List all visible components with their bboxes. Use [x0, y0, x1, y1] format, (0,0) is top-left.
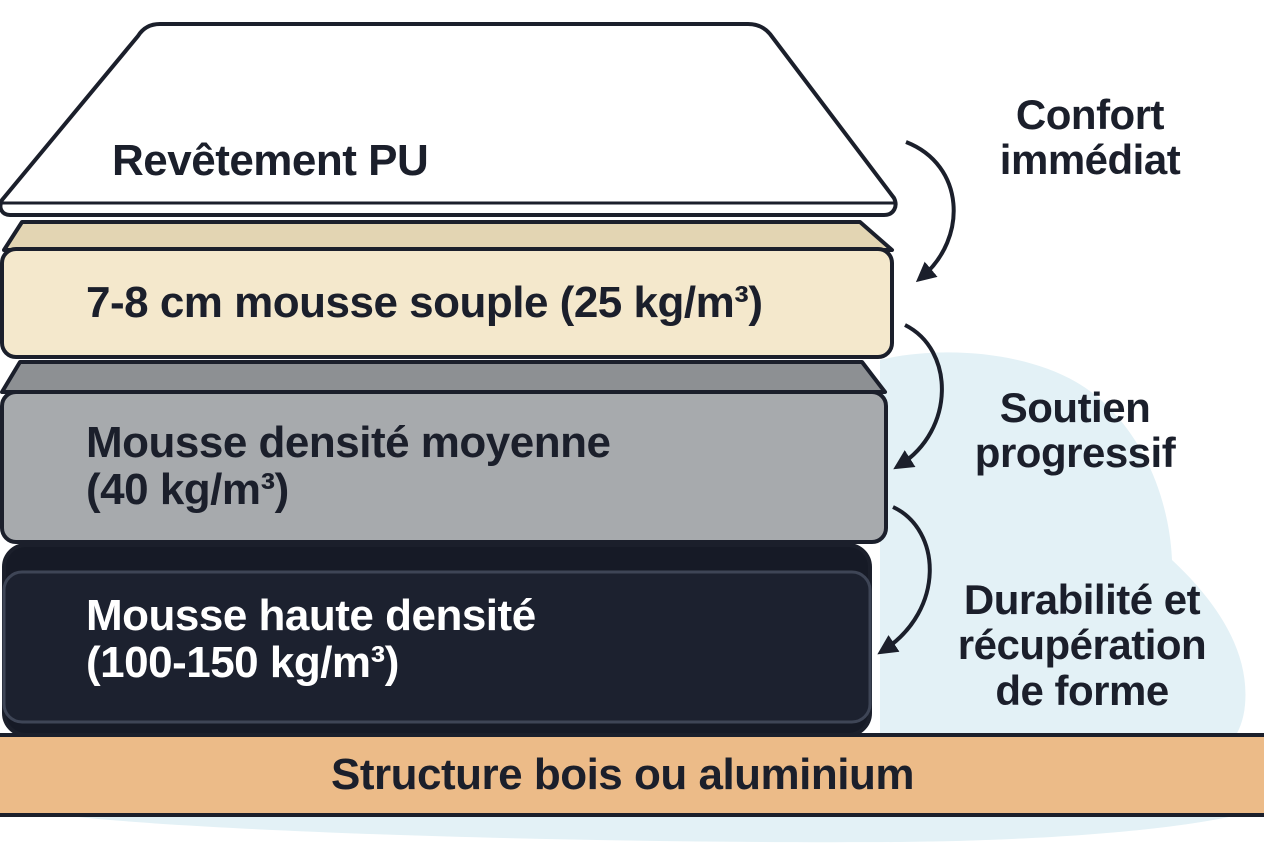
soft-foam-layer [0, 247, 894, 359]
support-annotation: Soutien progressif [974, 384, 1176, 477]
soft-foam-layer-top [2, 220, 894, 252]
high-foam-label: Mousse haute densité (100-150 kg/m³) [86, 591, 536, 687]
durability-arrow [877, 505, 932, 655]
background-blob [880, 352, 1246, 771]
comfort-annotation: Confort immédiat [999, 91, 1181, 184]
support-arrow [893, 323, 944, 470]
comfort-arrow [905, 140, 956, 283]
top-cover-layer [0, 22, 898, 217]
base-frame-label: Structure bois ou aluminium [331, 750, 915, 799]
medium-foam-label: Mousse densité moyenne (40 kg/m³) [86, 418, 611, 514]
soft-foam-label: 7-8 cm mousse souple (25 kg/m³) [86, 278, 763, 327]
top-cover-label: Revêtement PU [112, 136, 429, 185]
high-foam-layer [2, 570, 872, 724]
medium-foam-layer-top [0, 360, 887, 394]
medium-foam-layer [0, 390, 888, 544]
base-frame-layer [0, 733, 1264, 817]
durability-annotation: Durabilité et récupération de forme [957, 576, 1207, 714]
